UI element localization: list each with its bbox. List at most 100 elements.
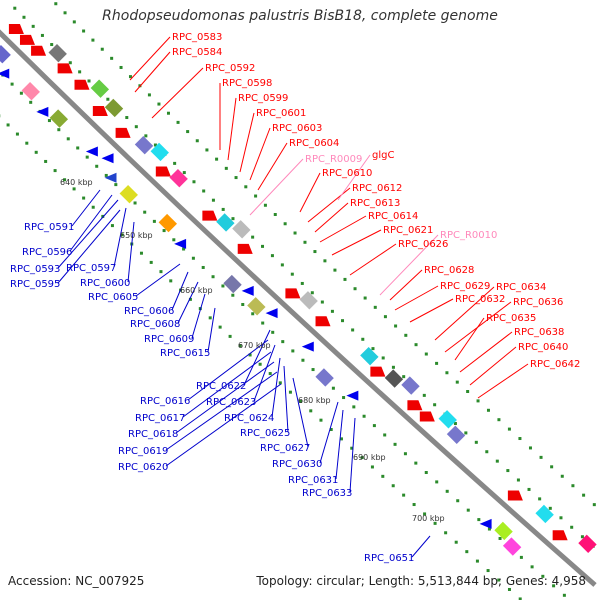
tick-mark [63, 178, 67, 182]
reverse-gene-arrow [0, 68, 10, 79]
tick-mark [238, 344, 242, 348]
tick-mark [363, 296, 367, 300]
forward-label-leader [454, 317, 485, 361]
reverse-label-leader [127, 221, 135, 283]
tick-mark [311, 368, 315, 372]
tick-mark [261, 244, 265, 248]
genome-backbone [0, 29, 597, 587]
tick-mark [435, 361, 439, 365]
forward-gene-arrow [407, 400, 423, 411]
tick-mark [352, 405, 356, 409]
scale-tick-label: 660 kbp [180, 286, 213, 295]
tick-mark [281, 340, 285, 344]
tick-mark [57, 128, 61, 132]
reverse-label-leader [243, 329, 271, 386]
tick-mark [453, 422, 457, 426]
reverse-gene-arrow [265, 308, 278, 319]
tick-mark [477, 518, 481, 522]
tick-mark [143, 210, 147, 214]
reverse-label-leader [113, 207, 127, 268]
tick-mark [241, 302, 245, 306]
tick-mark [465, 550, 469, 554]
gene-feature-box [21, 82, 40, 101]
forward-label-leader [249, 127, 271, 181]
reverse-label-leader [207, 307, 216, 353]
tick-mark [91, 38, 95, 42]
tick-mark [29, 100, 33, 104]
tick-mark [162, 229, 166, 233]
tick-mark [475, 559, 479, 563]
tick-mark [66, 137, 70, 141]
tick-mark [538, 497, 542, 501]
tick-mark [570, 525, 574, 529]
tick-mark [433, 521, 437, 525]
reverse-gene-label: RPC_0597 [66, 263, 116, 274]
tick-mark [339, 437, 343, 441]
reverse-gene-label: RPC_0620 [118, 462, 168, 473]
tick-mark [271, 330, 275, 334]
forward-label-leader [307, 187, 351, 223]
map-title: Rhodopseudomonas palustris BisB18, compl… [102, 8, 498, 24]
gene-feature-box [119, 185, 138, 204]
tick-mark [173, 161, 177, 165]
tick-mark [552, 584, 556, 588]
tick-mark [188, 297, 192, 301]
tick-mark [6, 123, 10, 127]
forward-label-leader [314, 202, 349, 233]
reverse-gene-arrow [241, 285, 254, 296]
forward-gene-label: RPC_0613 [350, 198, 400, 209]
label-leader-lines [57, 36, 529, 558]
tick-mark [169, 279, 173, 283]
tick-mark [120, 233, 124, 237]
forward-label-leader [151, 67, 204, 119]
forward-label-leader [239, 112, 255, 173]
tick-mark [381, 356, 385, 360]
gene-feature-box [104, 98, 124, 118]
tick-mark [455, 380, 459, 384]
tick-mark [342, 396, 346, 400]
tick-mark [527, 487, 531, 491]
tick-mark [149, 260, 153, 264]
tick-mark [72, 20, 76, 24]
forward-gene-arrow [552, 530, 568, 541]
reverse-gene-arrow [101, 153, 114, 164]
tick-mark [562, 593, 566, 597]
tick-mark [539, 455, 543, 459]
tick-mark [104, 173, 108, 177]
rna-gene-label: RPC_R0010 [440, 230, 497, 241]
tick-mark [248, 353, 252, 357]
gene-feature-box [578, 534, 597, 554]
tick-mark [343, 277, 347, 281]
tick-mark [444, 531, 448, 535]
tick-mark [293, 231, 297, 235]
tick-mark [22, 15, 26, 19]
tick-mark [110, 56, 114, 60]
tick-mark [528, 446, 532, 450]
reverse-gene-label: RPC_0595 [10, 279, 60, 290]
tick-mark [125, 116, 129, 120]
tick-mark [592, 503, 596, 507]
forward-gene-label: RPC_0636 [513, 297, 563, 308]
tick-mark [497, 578, 501, 582]
forward-gene-arrow [8, 23, 24, 34]
tick-mark [114, 183, 118, 187]
tick-mark [456, 499, 460, 503]
tick-mark [373, 305, 377, 309]
tick-mark [313, 250, 317, 254]
reverse-gene-label: RPC_0622 [196, 381, 246, 392]
reverse-gene-label: RPC_0608 [130, 319, 180, 330]
forward-gene-arrow [19, 34, 35, 45]
forward-gene-arrow [507, 490, 523, 501]
tick-mark [254, 194, 258, 198]
gene-feature-box [0, 45, 11, 64]
gene-feature-box [502, 537, 522, 556]
tick-mark [258, 362, 262, 366]
gene-feature-box [299, 291, 318, 310]
tick-mark [176, 120, 180, 124]
tick-mark [560, 474, 564, 478]
forward-gene-label: RPC_0634 [496, 282, 546, 293]
forward-label-leader [409, 298, 454, 323]
tick-mark [394, 324, 398, 328]
tick-mark [85, 155, 89, 159]
